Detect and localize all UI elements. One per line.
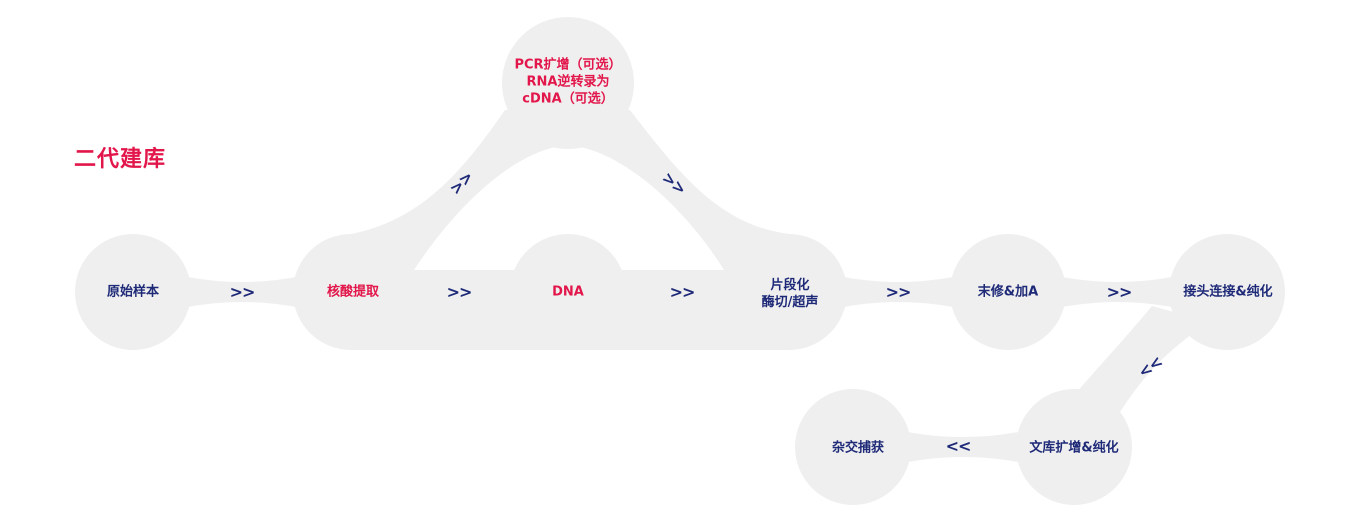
node-raw-sample: 原始样本 <box>106 284 160 300</box>
arrow-dna-to-fragment: >> <box>669 282 696 302</box>
neck-6 <box>853 417 1074 477</box>
arrow-end-repair-to-ligation: >> <box>1106 282 1133 302</box>
blob-shapes <box>75 17 1285 505</box>
node-hybrid-capture: 杂交捕获 <box>831 440 885 456</box>
node-optional-pcr-rna: PCR扩增（可选） RNA逆转录为 cDNA（可选） <box>514 57 622 107</box>
neck-5 <box>1008 262 1227 322</box>
diagonal-connector <box>1054 306 1210 420</box>
node-adapter-ligation: 接头连接&纯化 <box>1183 284 1273 300</box>
node-fragmentation: 片段化 酶切/超声 <box>761 278 819 310</box>
upper-arc <box>351 110 789 350</box>
arrow-extraction-to-dna: >> <box>446 282 473 302</box>
node-library-amplification: 文库扩增&纯化 <box>1029 440 1119 456</box>
neck-4 <box>789 262 1008 322</box>
page-title: 二代建库 <box>74 147 167 172</box>
arrow-fragment-to-end-repair: >> <box>885 282 912 302</box>
node-end-repair: 末修&加A <box>977 284 1039 300</box>
arrow-raw-to-extraction: >> <box>229 282 256 302</box>
arrow-amplification-to-capture: << <box>945 436 972 456</box>
node-dna: DNA <box>552 284 584 300</box>
node-nucleic-acid-extraction: 核酸提取 <box>326 284 380 300</box>
neck-1 <box>133 262 351 322</box>
